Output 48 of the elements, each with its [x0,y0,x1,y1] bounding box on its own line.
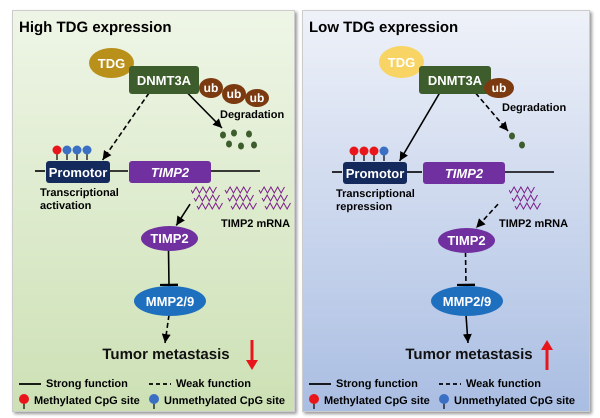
legend-label: Methylated CpG site [324,395,430,407]
protein-box: Promotor [343,162,407,184]
protein-ellipse: MMP2/9 [134,286,206,316]
protein-ellipse: TIMP2 [438,228,495,253]
mrna-label: TIMP2 mRNA [499,218,568,230]
mrna-label: TIMP2 mRNA [221,218,290,230]
legend-label: Unmethylated CpG site [164,395,286,407]
protein-fragments-icon [507,132,527,150]
gene-box: TIMP2 [129,161,211,183]
legend-label: Strong function [46,378,128,390]
legend-label: Unmethylated CpG site [454,395,576,407]
legend-label: Methylated CpG site [34,395,140,407]
panel-title: High TDG expression [19,19,172,36]
protein-box: Promotor [46,161,110,183]
arrow [186,92,223,129]
arrow [102,92,150,160]
connector-line [406,171,422,173]
protein-ellipse: MMP2/9 [431,286,503,316]
protein-box: DNMT3A [129,66,199,94]
outcome-text: Tumor metastasis [96,344,236,364]
edge-label: Degradation [502,102,566,115]
ubiquitin-ellipse: ub [199,78,223,98]
arrow [476,204,499,228]
connector-line [109,170,128,172]
ubiquitin-ellipse: ub [245,89,269,107]
arrow [162,314,171,344]
outcome-text: Tumor metastasis [399,344,539,364]
arrow [398,92,440,162]
arrow [475,92,509,132]
gene-box: TIMP2 [423,162,505,184]
ubiquitin-ellipse: ub [222,84,246,104]
caption-text: Transcriptional activation [40,187,120,213]
panel-background [12,10,295,412]
caption-text: Transcriptional repression [336,188,416,214]
panel-title: Low TDG expression [309,19,458,36]
protein-ellipse: TDG [379,46,424,78]
ubiquitin-ellipse: ub [484,78,514,98]
edge-label: Degradation [220,109,284,122]
legend-label: Strong function [336,378,418,390]
arrow [176,204,191,226]
protein-fragments-icon [219,129,259,151]
protein-ellipse: TIMP2 [141,226,198,251]
protein-ellipse: TDG [89,48,134,78]
arrow [462,314,472,344]
legend-label: Weak function [176,378,251,390]
protein-box: DNMT3A [419,66,491,94]
panel-background [302,10,590,412]
legend-label: Weak function [466,378,541,390]
